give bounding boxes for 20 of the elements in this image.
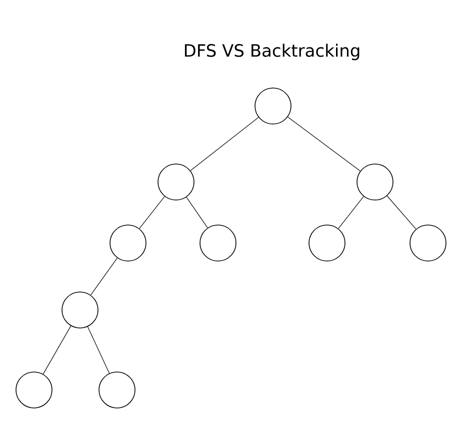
tree-node: [110, 224, 146, 262]
tree-node: [200, 224, 236, 262]
tree-node: [158, 164, 194, 200]
tree-node: [254, 88, 292, 124]
tree-edge: [90, 258, 118, 296]
tree-node: [16, 372, 52, 408]
tree-edge: [338, 196, 364, 229]
tree-edge: [287, 116, 361, 172]
tree-node: [356, 164, 394, 200]
title: DFS VS Backtracking: [184, 44, 360, 60]
tree-edge: [42, 326, 72, 374]
tree-node: [62, 292, 98, 328]
tree-edge: [139, 196, 165, 229]
tree-node: [98, 372, 136, 408]
tree-edge: [190, 117, 259, 171]
tree-node: [308, 224, 346, 262]
tree-edge: [386, 196, 416, 230]
tree-edge: [186, 196, 208, 228]
tree-edge: [87, 326, 110, 374]
tree-node: [410, 224, 446, 262]
